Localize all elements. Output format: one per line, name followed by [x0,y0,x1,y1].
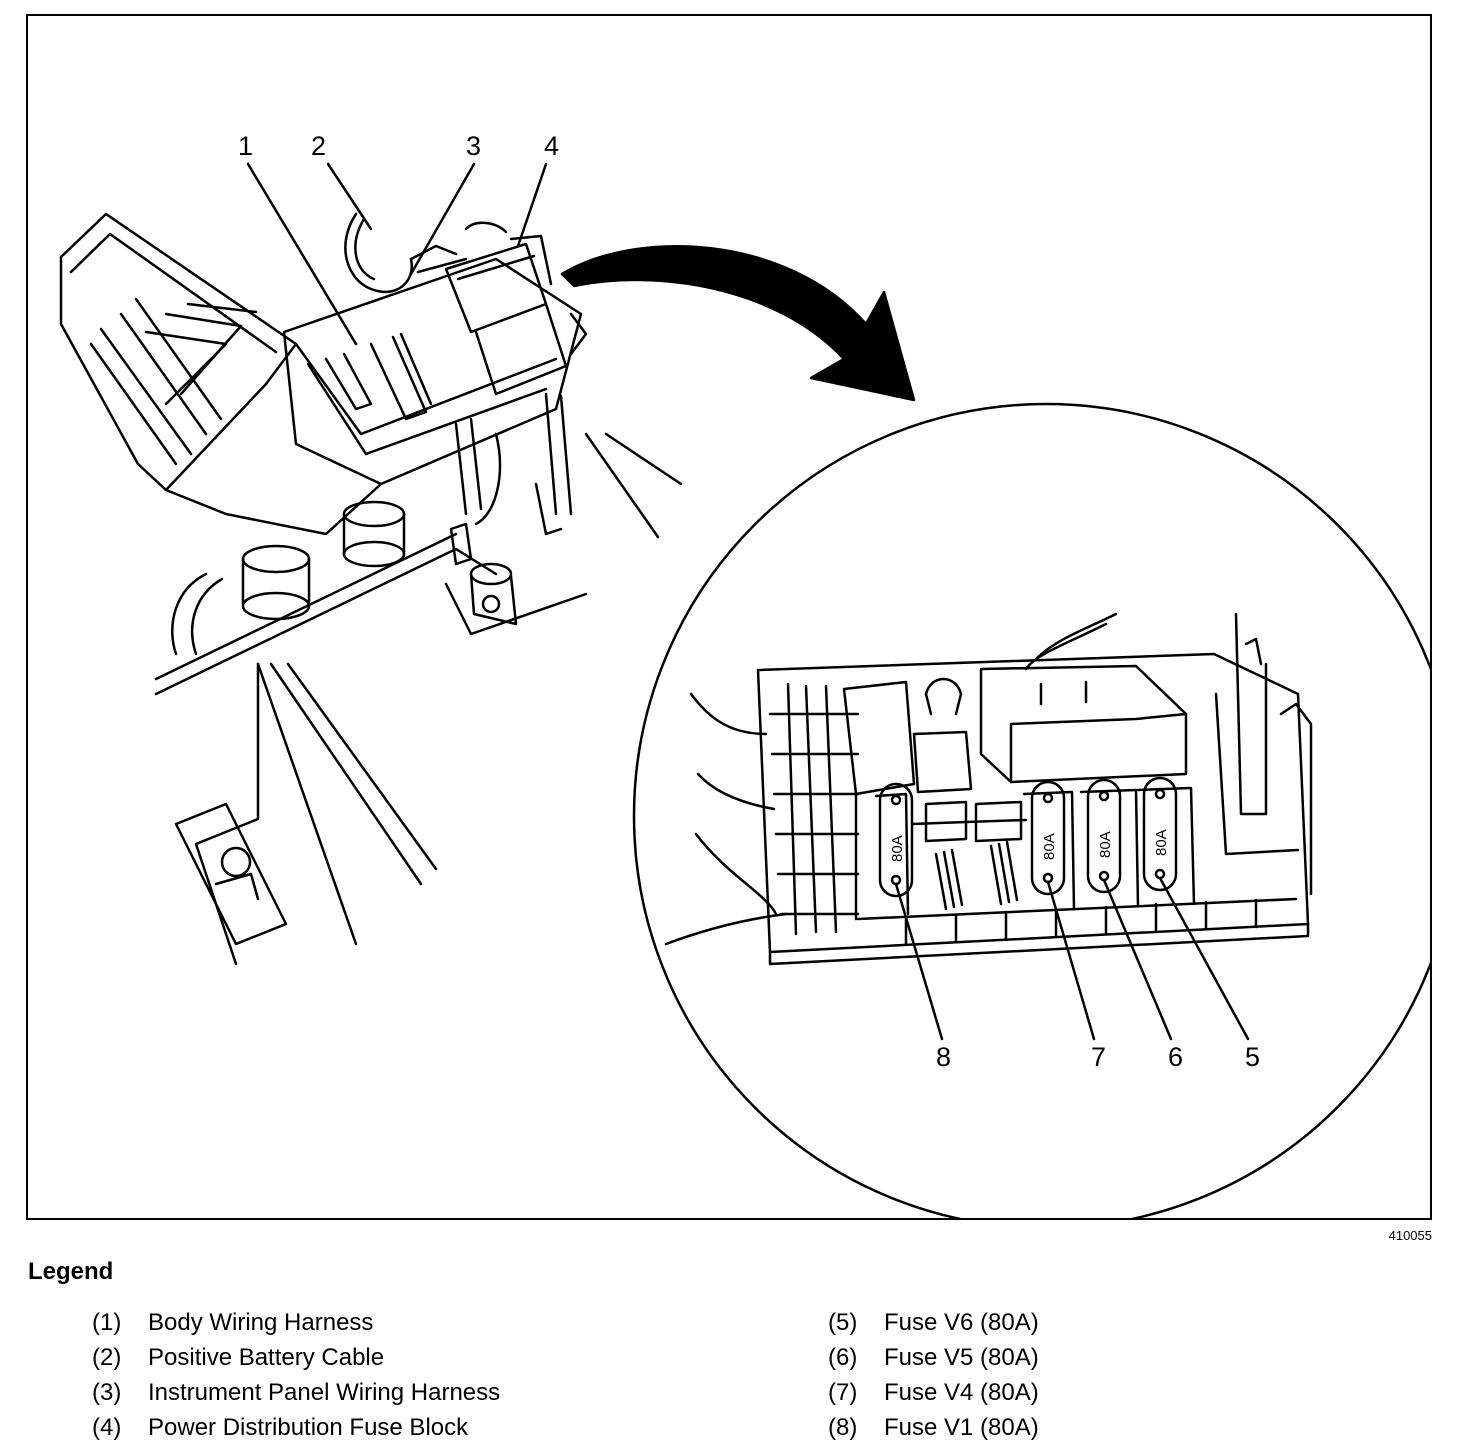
legend-item-label: Fuse V5 (80A) [884,1343,1039,1371]
leader-line-2 [326,162,373,231]
leader-line-6 [1102,878,1173,1041]
legend-item-number: (7) [828,1378,858,1406]
fuse-block-detail [664,612,1313,1041]
legend-right-column: (5) Fuse V6 (80A) (6) Fuse V5 (80A) (7) … [828,1305,1039,1445]
legend-item-label: Fuse V6 (80A) [884,1308,1039,1336]
legend-item-label: Fuse V4 (80A) [884,1378,1039,1406]
legend-item: (8) Fuse V1 (80A) [828,1410,1039,1445]
legend-item: (3) Instrument Panel Wiring Harness [92,1375,500,1410]
legend-item-label: Positive Battery Cable [148,1343,385,1371]
legend-left-column: (1) Body Wiring Harness (2) Positive Bat… [92,1305,500,1445]
leader-line-3 [409,162,476,276]
callout-1: 1 [238,131,254,161]
callout-6: 6 [1168,1042,1184,1072]
legend-item-number: (5) [828,1308,858,1336]
callout-2: 2 [311,131,327,161]
legend-item-label: Fuse V1 (80A) [884,1413,1039,1441]
fuse-block-illustration: 80A 80A 80A 80A [59,162,1432,1220]
legend-item-label: Instrument Panel Wiring Harness [148,1378,501,1406]
legend-item-label: Body Wiring Harness [148,1308,374,1336]
legend-item-number: (2) [92,1343,122,1371]
fuse-label-v6: 80A [1153,829,1170,856]
legend-item: (2) Positive Battery Cable [92,1340,500,1375]
engine-compartment-overview [59,212,683,966]
legend-item-number: (4) [92,1413,122,1441]
detail-magnifier-circle [632,402,1432,1220]
legend-item-number: (6) [828,1343,858,1371]
leader-line-8 [894,882,944,1041]
callout-3: 3 [466,131,482,161]
leader-line-5 [1158,876,1250,1041]
legend-item-number: (8) [828,1413,858,1441]
fuse-label-v1: 80A [889,835,906,862]
callout-7: 7 [1091,1042,1107,1072]
callout-8: 8 [936,1042,952,1072]
fuse-label-v4: 80A [1041,833,1058,860]
legend-item: (4) Power Distribution Fuse Block [92,1410,500,1445]
legend-item-number: (3) [92,1378,122,1406]
legend-title: Legend [28,1258,114,1285]
fuse-label-v5: 80A [1097,831,1114,858]
figure-id: 410055 [1388,1228,1432,1243]
leader-line-1 [246,162,358,346]
legend-item-number: (1) [92,1308,122,1336]
legend-item: (5) Fuse V6 (80A) [828,1305,1039,1340]
legend-item: (1) Body Wiring Harness [92,1305,500,1340]
callout-4: 4 [544,131,560,161]
leader-line-7 [1046,880,1096,1041]
curved-arrow [560,245,916,402]
diagram-frame [26,14,1432,1220]
callout-5: 5 [1245,1042,1261,1072]
leader-line-4 [516,162,548,248]
legend-item-label: Power Distribution Fuse Block [148,1413,469,1441]
legend-item: (7) Fuse V4 (80A) [828,1375,1039,1410]
legend-item: (6) Fuse V5 (80A) [828,1340,1039,1375]
